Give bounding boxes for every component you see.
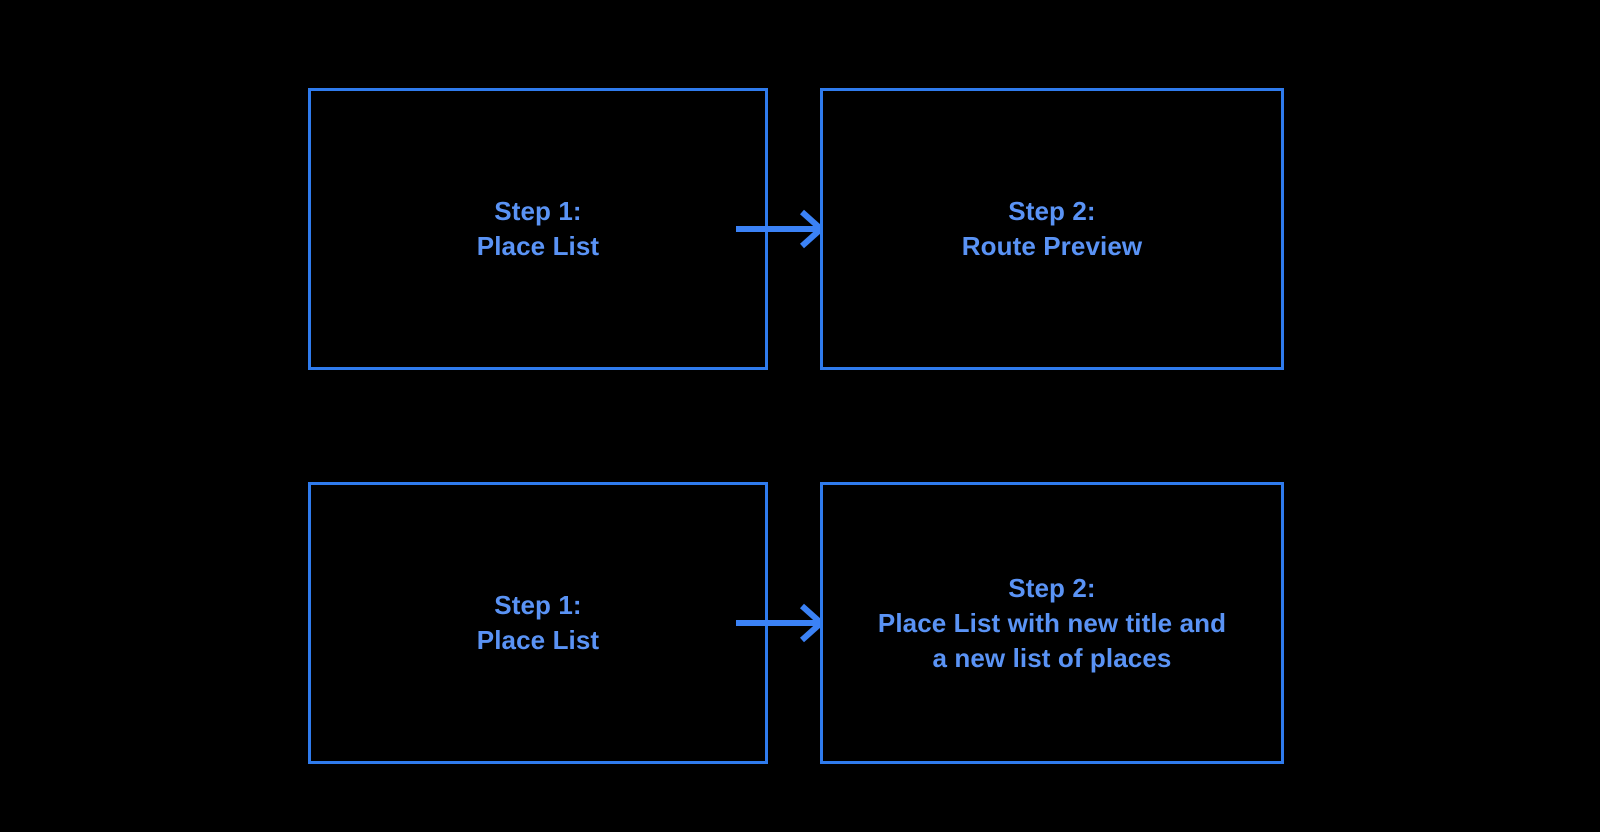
flow-route-preview: Step 1: Place List Step 2: Route Preview bbox=[0, 88, 1600, 370]
step-box-2-2[interactable]: Step 2: Place List with new title and a … bbox=[820, 482, 1284, 764]
step-box-1-2[interactable]: Step 2: Route Preview bbox=[820, 88, 1284, 370]
step-box-label: Step 1: Place List bbox=[476, 590, 600, 655]
step-box-label: Step 1: Place List bbox=[476, 196, 600, 261]
step-box-label: Step 2: Route Preview bbox=[961, 196, 1143, 261]
step-box-2-1[interactable]: Step 1: Place List bbox=[308, 482, 768, 764]
flow-place-list-update: Step 1: Place List Step 2: Place List wi… bbox=[0, 482, 1600, 764]
step-box-1-1[interactable]: Step 1: Place List bbox=[308, 88, 768, 370]
step-box-label: Step 2: Place List with new title and a … bbox=[877, 572, 1227, 673]
